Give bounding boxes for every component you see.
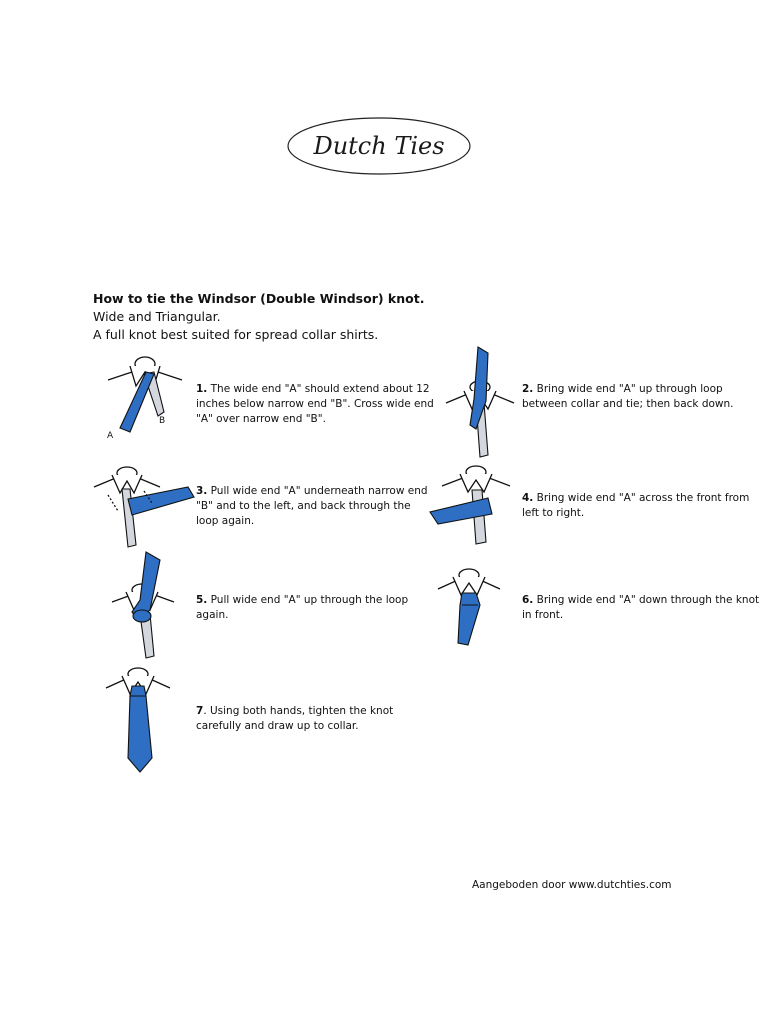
intro-line-2: A full knot best suited for spread colla… [93, 327, 379, 342]
step-6-illustration [436, 565, 516, 647]
step-2-number: 2. [522, 383, 534, 395]
step-1-text: 1. The wide end "A" should extend about … [196, 382, 436, 427]
intro-section: How to tie the Windsor (Double Windsor) … [93, 290, 513, 344]
step-3-description: Pull wide end "A" underneath narrow end … [196, 485, 428, 527]
footer-credit: Aangeboden door www.dutchties.com [472, 879, 672, 891]
step-2-illustration [440, 345, 520, 463]
step-5-illustration [108, 550, 188, 660]
step-3-text: 3. Pull wide end "A" underneath narrow e… [196, 484, 436, 529]
logo-oval [287, 117, 471, 175]
page-heading: How to tie the Windsor (Double Windsor) … [93, 291, 425, 306]
step-6-description: Bring wide end "A" down through the knot… [522, 594, 760, 621]
step-3-illustration [90, 465, 200, 550]
logo-text: Dutch Ties [313, 132, 445, 160]
step-7-number: 7 [196, 705, 204, 717]
step-5-text: 5. Pull wide end "A" up through the loop… [196, 593, 436, 623]
dutch-ties-logo: Dutch Ties [286, 116, 472, 176]
step-4-number: 4. [522, 492, 534, 504]
step-7-description: . Using both hands, tighten the knot car… [196, 705, 394, 732]
step-2-text: 2. Bring wide end "A" up through loop be… [522, 382, 762, 412]
intro-line-1: Wide and Triangular. [93, 309, 221, 324]
step-4-illustration [428, 462, 520, 548]
label-a: A [107, 431, 114, 441]
step-1-number: 1. [196, 383, 208, 395]
step-7-illustration [100, 664, 180, 774]
step-1-description: The wide end "A" should extend about 12 … [196, 383, 434, 425]
step-5-description: Pull wide end "A" up through the loop ag… [196, 594, 409, 621]
step-1-illustration [100, 350, 190, 450]
step-6-text: 6. Bring wide end "A" down through the k… [522, 593, 762, 623]
label-b: B [159, 416, 166, 426]
step-4-text: 4. Bring wide end "A" across the front f… [522, 491, 762, 521]
step-6-number: 6. [522, 594, 534, 606]
step-7-text: 7. Using both hands, tighten the knot ca… [196, 704, 436, 734]
step-3-number: 3. [196, 485, 208, 497]
step-5-number: 5. [196, 594, 208, 606]
step-4-description: Bring wide end "A" across the front from… [522, 492, 750, 519]
step-2-description: Bring wide end "A" up through loop betwe… [522, 383, 734, 410]
